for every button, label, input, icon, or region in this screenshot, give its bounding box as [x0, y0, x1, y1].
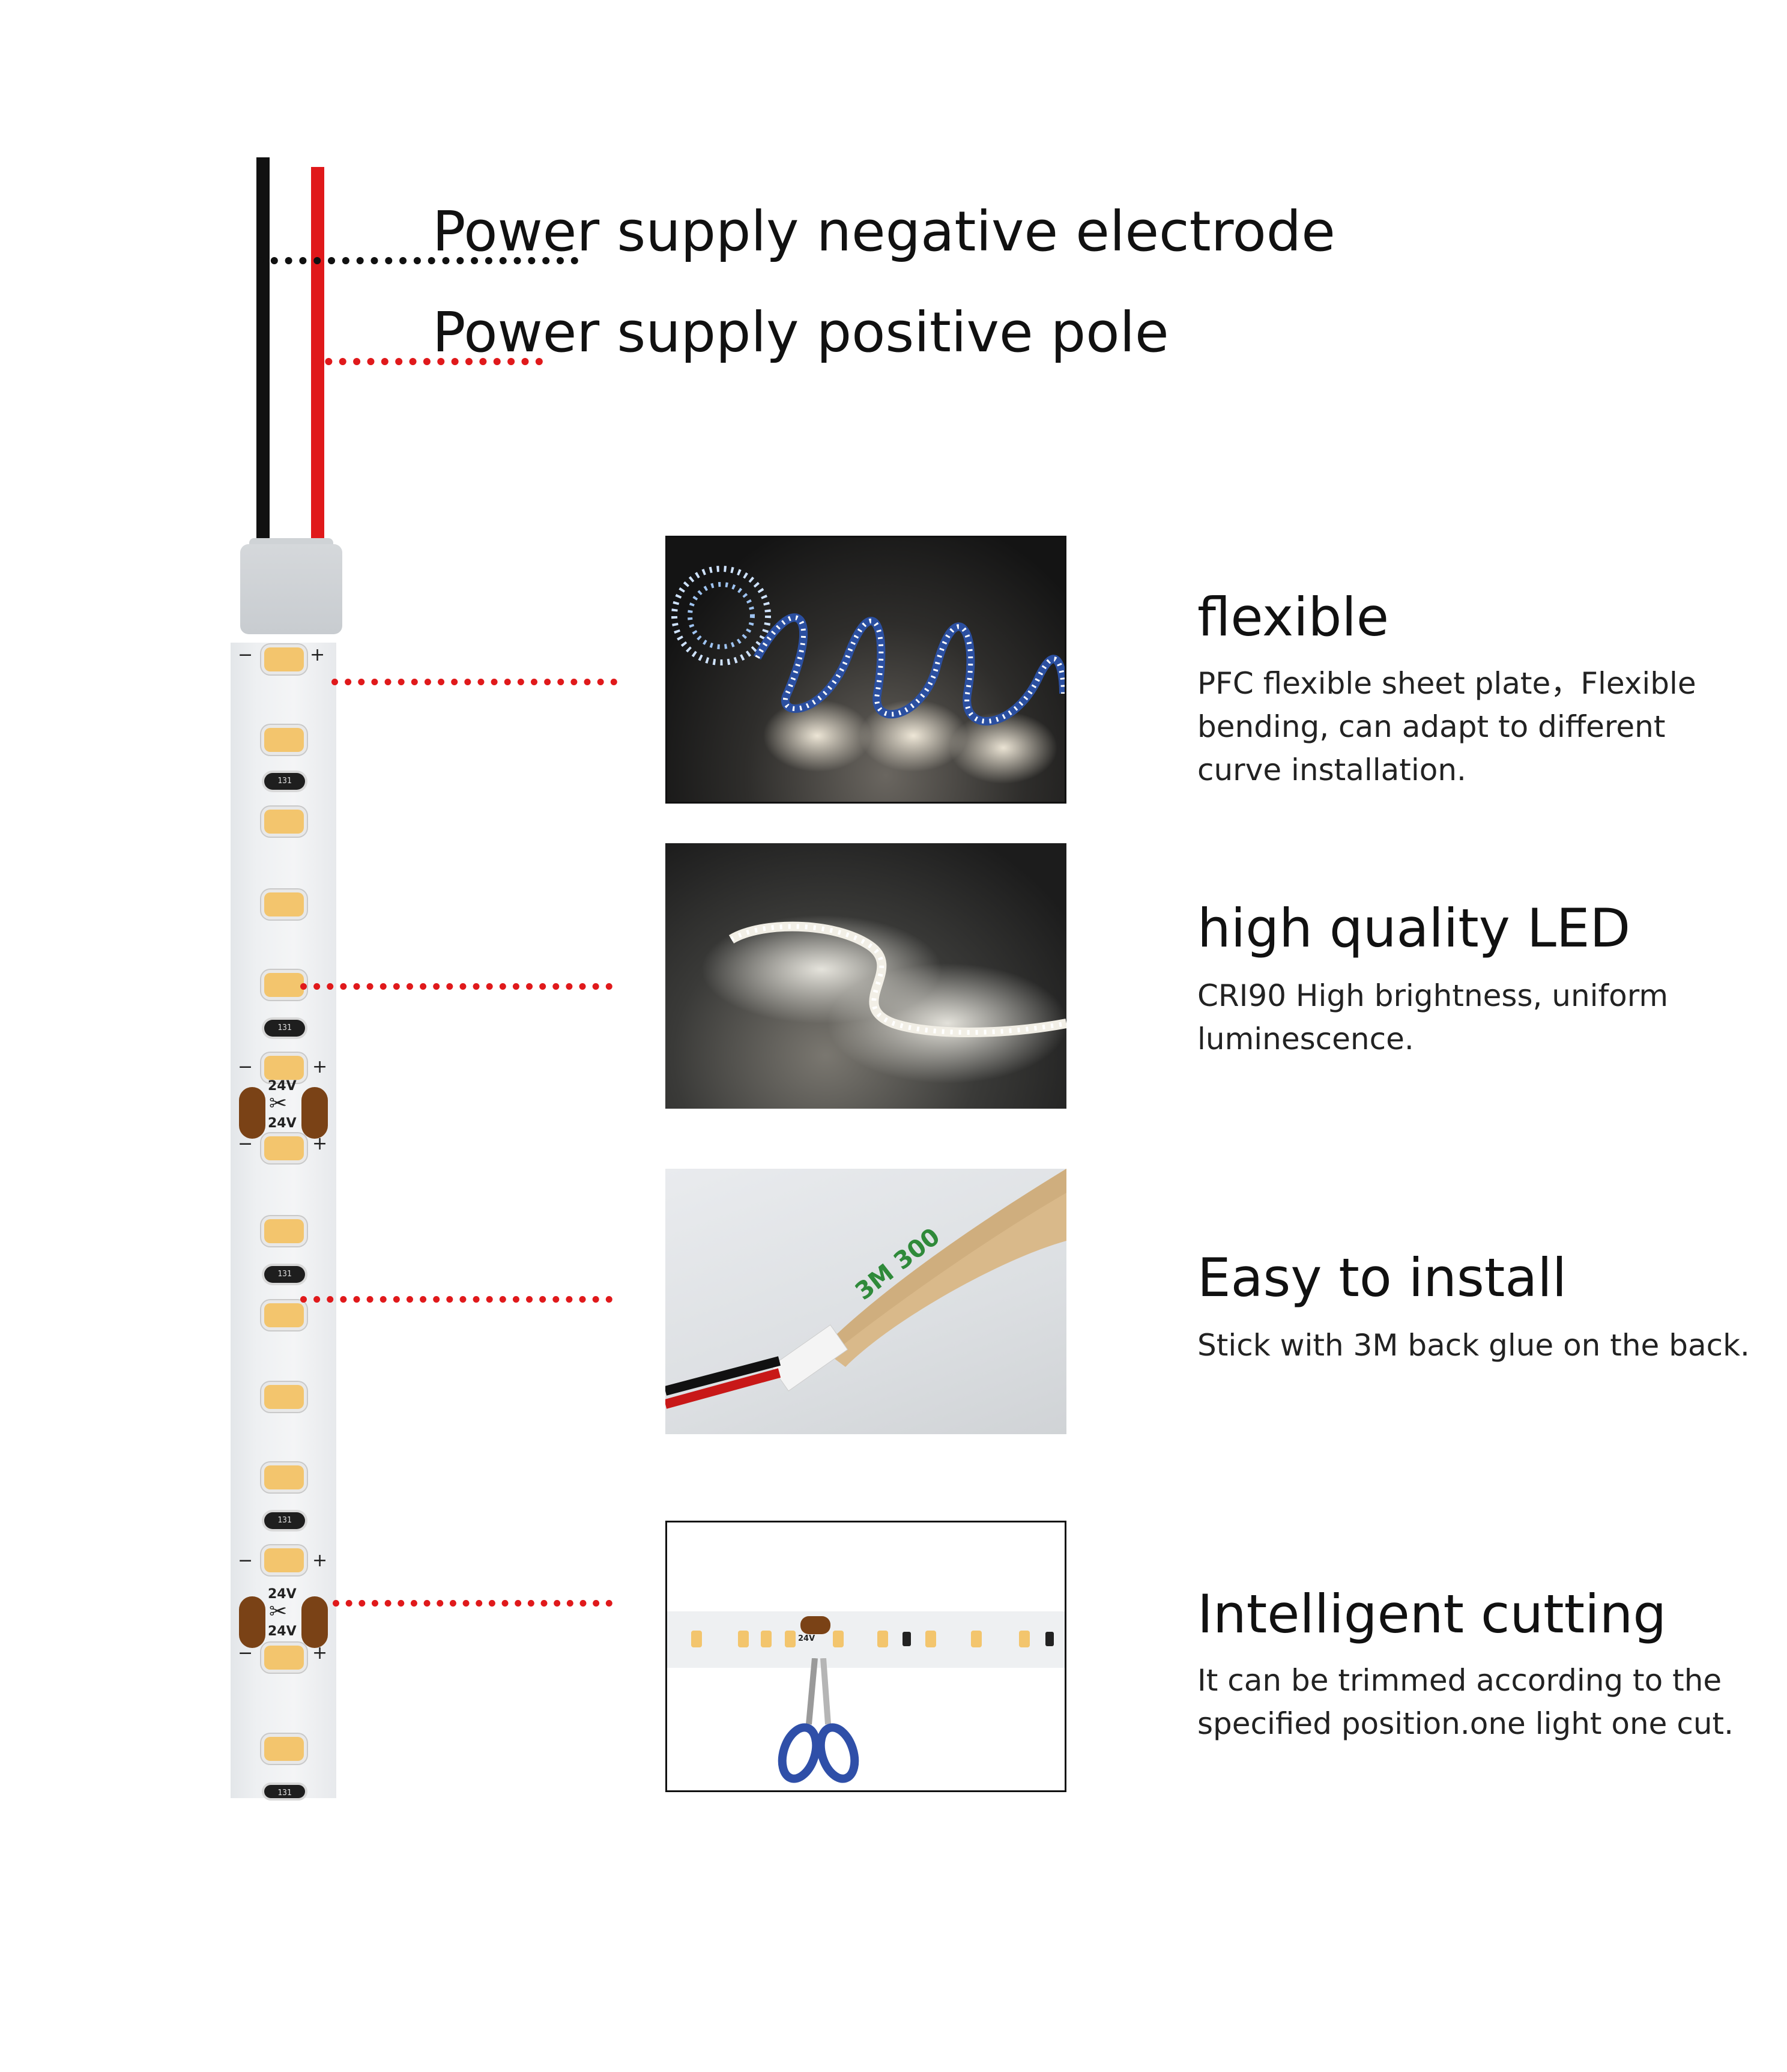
mini-led	[785, 1631, 796, 1647]
negative-wire	[256, 157, 270, 548]
wire-connector-cap	[240, 544, 342, 634]
mini-led	[877, 1631, 888, 1647]
resistor: 131	[264, 1266, 305, 1283]
led-chip	[264, 973, 304, 997]
mini-led	[925, 1631, 936, 1647]
feature-title-flexible: flexible	[1197, 586, 1389, 648]
led-brightness-photo	[665, 843, 1066, 1109]
led-chip	[264, 1737, 304, 1761]
led-chip	[264, 810, 304, 834]
cutting-diagram-photo: 24V	[665, 1521, 1066, 1792]
led-chip	[264, 1465, 304, 1489]
positive-wire	[311, 167, 324, 548]
resistor: 131	[264, 1512, 305, 1529]
connector-line-install	[300, 1296, 612, 1303]
cut-mark-minus: −	[238, 1643, 253, 1664]
adhesive-tape-photo: 3M 300	[665, 1169, 1066, 1434]
feature-line: Stick with 3M back glue on the back.	[1197, 1328, 1750, 1363]
cut-mark-minus-upper: −	[238, 1550, 253, 1571]
cut-mark-minus-upper: −	[238, 1056, 253, 1077]
mini-led	[761, 1631, 772, 1647]
led-chip	[264, 1056, 304, 1080]
feature-title-high-quality-led: high quality LED	[1197, 897, 1631, 959]
feature-description-easy-install: Stick with 3M back glue on the back.	[1197, 1324, 1750, 1367]
led-chip	[264, 1303, 304, 1327]
cut-mark-plus-lower: +	[312, 1133, 328, 1154]
led-chip	[264, 1219, 304, 1243]
led-chip	[264, 1385, 304, 1409]
feature-title-intelligent-cutting: Intelligent cutting	[1197, 1583, 1667, 1645]
feature-description-high-quality-led: CRI90 High brightness, uniform luminesce…	[1197, 974, 1668, 1061]
scissors-icon: ✂	[269, 1091, 288, 1116]
led-chip	[264, 1646, 304, 1670]
led-chip	[264, 1136, 304, 1160]
feature-line: luminescence.	[1197, 1022, 1414, 1056]
feature-line: bending, can adapt to different	[1197, 709, 1666, 744]
feature-description-intelligent-cutting: It can be trimmed according to the speci…	[1197, 1659, 1734, 1745]
mini-led	[738, 1631, 749, 1647]
resistor: 131	[264, 773, 305, 790]
mini-led-strip	[667, 1611, 1065, 1668]
feature-line: It can be trimmed according to the	[1197, 1663, 1722, 1698]
mini-led	[971, 1631, 982, 1647]
positive-pole-label: Power supply positive pole	[432, 300, 1169, 365]
cut-mark-voltage-top: 24V	[268, 1587, 297, 1602]
mini-solder-pad	[800, 1616, 830, 1634]
feature-title-easy-install: Easy to install	[1197, 1247, 1567, 1309]
resistor: 131	[264, 1785, 305, 1798]
feature-line: specified position.one light one cut.	[1197, 1706, 1734, 1741]
cut-mark-minus: −	[238, 1133, 253, 1154]
mini-resistor	[1045, 1632, 1054, 1646]
solder-pad-right	[301, 1596, 328, 1648]
resistor: 131	[264, 1020, 305, 1037]
led-brightness-illustration	[701, 915, 1066, 1083]
negative-electrode-label: Power supply negative electrode	[432, 199, 1335, 264]
feature-description-flexible: PFC flexible sheet plate，Flexible bendin…	[1197, 662, 1696, 792]
mini-voltage-label: 24V	[798, 1634, 815, 1643]
strip-end-minus: −	[238, 644, 253, 665]
mini-resistor	[903, 1632, 911, 1646]
connector-line-cutting	[333, 1600, 612, 1607]
mini-led	[1019, 1631, 1030, 1647]
mini-led	[691, 1631, 702, 1647]
led-chip	[264, 892, 304, 916]
solder-pad-right	[301, 1087, 328, 1139]
solder-pad-left	[239, 1596, 265, 1648]
cut-mark-voltage-bottom: 24V	[268, 1624, 297, 1639]
cut-mark-plus: +	[312, 1056, 328, 1077]
led-chip	[264, 728, 304, 752]
feature-line: curve installation.	[1197, 753, 1466, 787]
scissors-icon: ✂	[269, 1599, 288, 1624]
mini-led	[833, 1631, 844, 1647]
led-chip	[264, 647, 304, 671]
flexible-strip-photo	[665, 536, 1066, 804]
scissors-icon	[778, 1658, 859, 1783]
cut-mark-voltage-top: 24V	[268, 1079, 297, 1094]
adhesive-tape-illustration: 3M 300	[665, 1169, 1066, 1409]
led-chip	[264, 1548, 304, 1572]
cut-mark-plus: +	[312, 1550, 328, 1571]
strip-end-plus: +	[310, 644, 325, 665]
positive-leader-line	[311, 358, 543, 365]
connector-line-flexible	[331, 679, 617, 685]
cut-mark-voltage-bottom: 24V	[268, 1116, 297, 1131]
feature-line: CRI90 High brightness, uniform	[1197, 978, 1669, 1013]
feature-line: PFC flexible sheet plate，Flexible	[1197, 666, 1696, 701]
flexible-strip-illustration	[671, 566, 1065, 784]
negative-leader-line	[256, 257, 578, 264]
solder-pad-left	[239, 1087, 265, 1139]
connector-line-led	[300, 983, 612, 990]
cut-mark-plus-lower: +	[312, 1643, 328, 1664]
